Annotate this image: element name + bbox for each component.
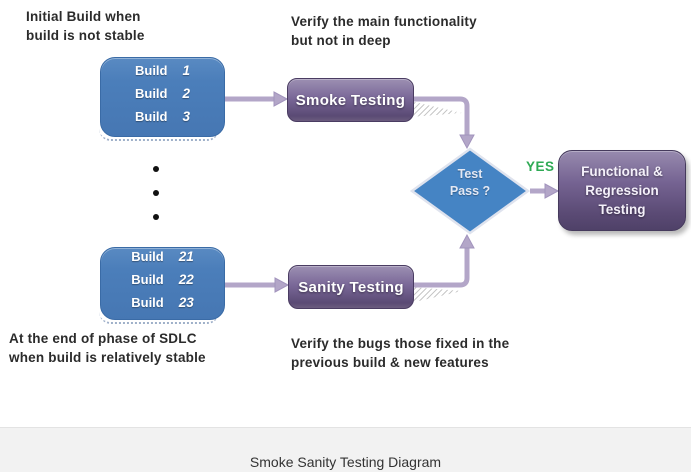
build-box-initial: Build 1 Build 2 Build 3 <box>100 57 225 137</box>
build-number: 2 <box>182 85 190 101</box>
diagram-caption: Smoke Sanity Testing Diagram <box>249 454 442 470</box>
build-box-late: Build 21 Build 22 Build 23 <box>100 247 225 320</box>
build-number: 3 <box>182 108 190 124</box>
note-verify-main-functionality: Verify the main functionality but not in… <box>291 12 477 50</box>
note-line: build is not stable <box>26 28 145 43</box>
build-label: Build <box>134 62 168 78</box>
note-line: Initial Build when <box>26 9 141 24</box>
result-line: Regression <box>585 183 659 198</box>
build-number: 21 <box>178 249 194 264</box>
decision-line: Test <box>457 167 483 181</box>
arrowhead-into-diamond-top <box>459 134 475 150</box>
arrowhead-into-smoke <box>273 91 289 107</box>
connector-sanity-to-diamond <box>412 247 470 288</box>
arrowhead-into-diamond-bottom <box>459 233 475 249</box>
build-number: 22 <box>178 272 194 287</box>
note-line: but not in deep <box>291 33 391 48</box>
build-label: Build <box>134 85 168 101</box>
ellipsis-dot <box>153 190 159 196</box>
build-row: Build 3 <box>135 109 190 132</box>
smoke-testing-box: Smoke Testing <box>287 78 414 122</box>
functional-regression-testing-box: Functional & Regression Testing <box>558 150 686 231</box>
smoke-testing-label: Smoke Testing <box>295 91 406 109</box>
build-row: Build 23 <box>131 295 194 318</box>
note-line: At the end of phase of SDLC <box>9 331 197 346</box>
note-initial-build: Initial Build when build is not stable <box>26 7 145 45</box>
footer-band: Smoke Sanity Testing Diagram <box>0 427 691 472</box>
build-box-shadow <box>99 129 219 141</box>
note-line: Verify the main functionality <box>291 14 477 29</box>
arrowhead-into-result <box>544 183 560 199</box>
build-label: Build <box>131 272 164 287</box>
note-end-of-sdlc: At the end of phase of SDLC when build i… <box>9 329 206 367</box>
note-line: Verify the bugs those fixed in the <box>291 336 510 351</box>
build-label: Build <box>131 295 164 310</box>
build-label: Build <box>134 108 168 124</box>
arrowhead-into-sanity <box>274 277 290 293</box>
build-label: Build <box>131 249 164 264</box>
build-row: Build 2 <box>135 86 190 109</box>
build-box-shadow <box>99 312 219 324</box>
build-row: Build 22 <box>131 272 194 295</box>
decision-diamond <box>409 147 531 235</box>
build-row: Build 1 <box>135 63 190 86</box>
build-row: Build 21 <box>131 249 194 272</box>
build-number: 23 <box>178 295 194 310</box>
ellipsis-dot <box>153 166 159 172</box>
note-line: previous build & new features <box>291 355 489 370</box>
note-verify-bugs-fixed: Verify the bugs those fixed in the previ… <box>291 334 509 372</box>
note-line: when build is relatively stable <box>9 350 206 365</box>
sanity-testing-label: Sanity Testing <box>298 278 404 296</box>
result-line: Functional & <box>581 164 663 179</box>
yes-branch-label: YES <box>526 159 555 174</box>
decision-test-pass-label: Test Pass ? <box>434 166 506 200</box>
connector-smoke-to-diamond <box>412 96 470 136</box>
build-number: 1 <box>182 62 190 78</box>
decision-line: Pass ? <box>449 184 491 198</box>
result-line: Testing <box>598 202 646 217</box>
ellipsis-dot <box>153 214 159 220</box>
sanity-testing-box: Sanity Testing <box>288 265 414 309</box>
